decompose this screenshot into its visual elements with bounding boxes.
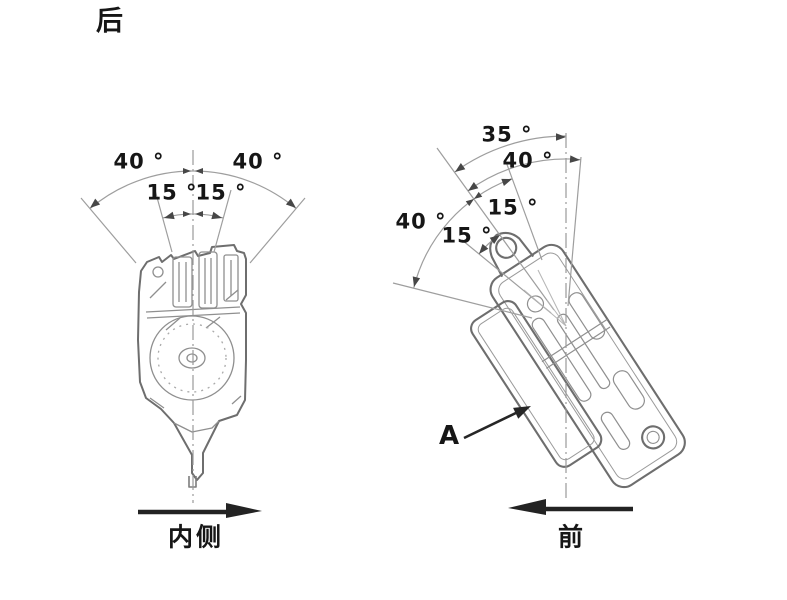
right-angle-40-forward: 40 ° bbox=[395, 209, 447, 234]
retractor-housing-outline bbox=[137, 244, 247, 481]
left-angle-inner-left: 15 ° bbox=[146, 180, 198, 205]
callout-a-label: A bbox=[438, 421, 460, 451]
left-angle-outer-left: 40 ° bbox=[113, 149, 165, 174]
callout-a-arrow bbox=[463, 406, 531, 440]
right-76deg-radial bbox=[392, 282, 533, 319]
right-view-dimensions bbox=[392, 135, 582, 327]
right-40deg-arc bbox=[467, 158, 581, 192]
front-direction-arrow bbox=[508, 499, 633, 515]
anchor-hole bbox=[641, 425, 666, 450]
mounting-tab bbox=[489, 231, 535, 278]
rear-direction-label: 后 bbox=[96, 6, 123, 37]
left-15deg-radial-right bbox=[213, 189, 232, 253]
left-40deg-radial-left bbox=[80, 197, 137, 264]
right-15-40-arc bbox=[413, 177, 513, 289]
inboard-direction-arrow bbox=[138, 503, 262, 518]
inboard-direction-label: 内侧 bbox=[167, 522, 225, 552]
left-angle-outer-right: 40 ° bbox=[232, 149, 284, 174]
left-40deg-radial-right bbox=[249, 197, 306, 264]
right-view-component bbox=[470, 231, 686, 489]
right-20deg-radial bbox=[504, 158, 543, 261]
left-angle-inner-right: 15 ° bbox=[195, 180, 247, 205]
left-40deg-arc bbox=[89, 170, 297, 209]
retractor-body bbox=[489, 243, 686, 489]
right-minus5deg-reference bbox=[567, 156, 582, 307]
right-36deg-radial bbox=[436, 147, 555, 311]
left-view-component bbox=[137, 244, 247, 488]
right-angle-15-upper: 15 ° bbox=[487, 195, 539, 220]
spool-circle bbox=[149, 315, 235, 401]
tab-hole bbox=[495, 236, 518, 259]
right-15deg-arc bbox=[478, 234, 500, 255]
right-angle-15-lower: 15 ° bbox=[441, 223, 493, 248]
right-angle-35: 35 ° bbox=[481, 122, 533, 147]
front-direction-label: 前 bbox=[557, 522, 587, 552]
right-35deg-arc bbox=[453, 135, 567, 173]
right-angle-40-top: 40 ° bbox=[502, 148, 554, 173]
front-panel bbox=[470, 300, 603, 468]
left-15deg-radial-left bbox=[154, 189, 173, 253]
